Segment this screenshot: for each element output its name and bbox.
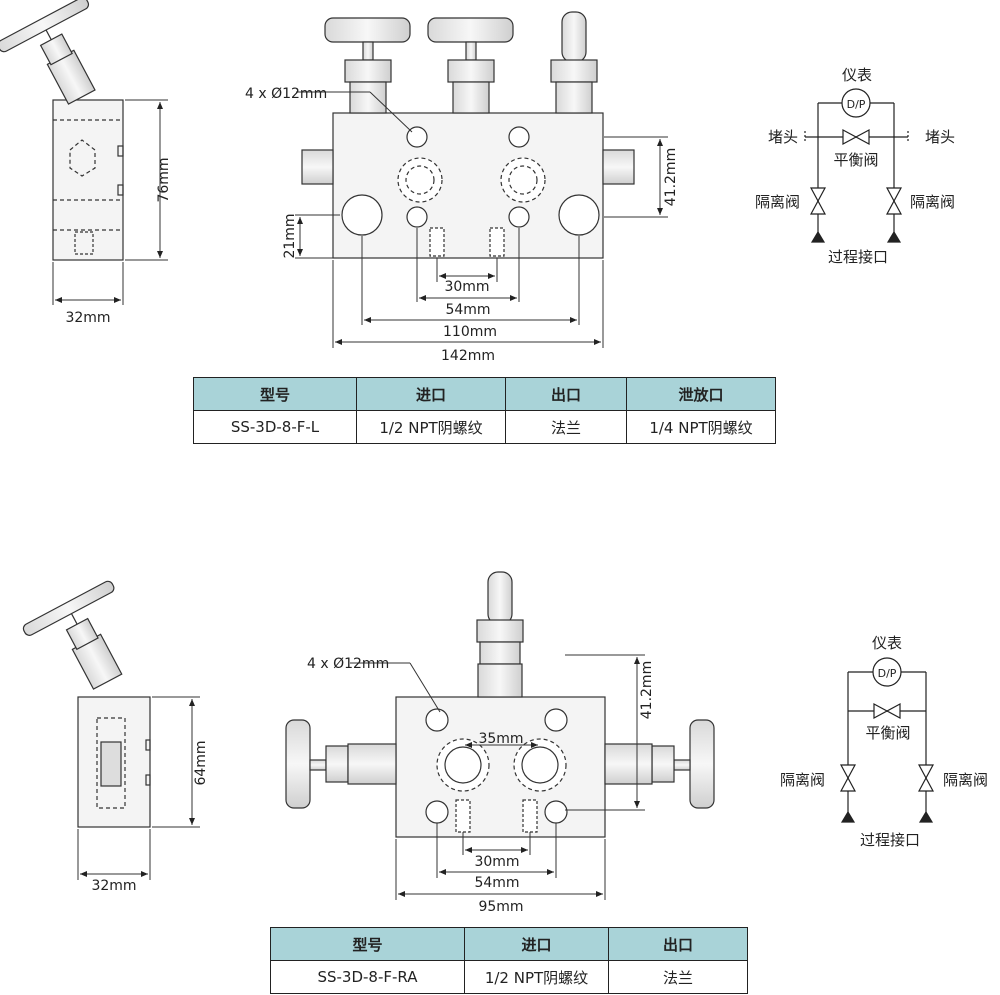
top-valve-right	[550, 11, 598, 114]
top-30-label: 30mm	[444, 279, 489, 295]
bottom-process-port-label: 过程接口	[860, 831, 920, 849]
bottom-front-view	[285, 571, 715, 838]
top-front-view	[301, 11, 635, 259]
bottom-spec-table: 型号 进口 出口 SS-3D-8-F-RA 1/2 NPT阴螺纹 法兰	[270, 927, 748, 994]
top-cell-model: SS-3D-8-F-L	[193, 410, 357, 444]
bottom-95-label: 95mm	[478, 899, 523, 915]
top-header-outlet: 出口	[505, 377, 627, 411]
bottom-schematic	[839, 657, 935, 823]
bottom-front-dims	[350, 654, 645, 900]
top-41-label: 41.2mm	[663, 148, 679, 206]
table-row: SS-3D-8-F-L 1/2 NPT阴螺纹 法兰 1/4 NPT阴螺纹	[193, 410, 776, 444]
table-row: SS-3D-8-F-RA 1/2 NPT阴螺纹 法兰	[270, 960, 748, 994]
bottom-header-outlet: 出口	[608, 927, 748, 961]
top-isolation-right-label: 隔离阀	[910, 193, 955, 211]
top-valve-left	[324, 17, 411, 114]
top-instrument-label: 仪表	[842, 66, 872, 84]
top-process-port-label: 过程接口	[828, 248, 888, 266]
bottom-dp-label: D/P	[878, 667, 897, 680]
top-schematic	[804, 88, 909, 243]
top-header-inlet: 进口	[356, 377, 506, 411]
bottom-side-height-label: 64mm	[193, 740, 209, 785]
bottom-isolation-right-label: 隔离阀	[943, 771, 988, 789]
top-front-dims	[295, 91, 668, 348]
bottom-54-label: 54mm	[474, 875, 519, 891]
top-header-model: 型号	[193, 377, 357, 411]
top-110-label: 110mm	[443, 324, 497, 340]
bottom-header-model: 型号	[270, 927, 465, 961]
top-dp-label: D/P	[847, 98, 866, 111]
top-table-header-row: 型号 进口 出口 泄放口	[193, 377, 776, 411]
top-side-view	[0, 0, 124, 261]
top-plug-left-label: 堵头	[768, 128, 798, 146]
top-54-label: 54mm	[445, 302, 490, 318]
bottom-valve-right	[604, 719, 715, 809]
top-header-drain: 泄放口	[626, 377, 776, 411]
top-cell-drain: 1/4 NPT阴螺纹	[626, 410, 776, 444]
top-side-dims	[52, 99, 168, 305]
top-holes-label: 4 x Ø12mm	[245, 86, 327, 102]
top-spec-table: 型号 进口 出口 泄放口 SS-3D-8-F-L 1/2 NPT阴螺纹 法兰 1…	[193, 377, 776, 444]
bottom-balance-valve-label: 平衡阀	[865, 724, 910, 742]
top-cell-outlet: 法兰	[505, 410, 627, 444]
bottom-header-inlet: 进口	[464, 927, 609, 961]
top-side-width-label: 32mm	[65, 310, 110, 326]
top-plug-right-label: 堵头	[925, 128, 955, 146]
bottom-30-label: 30mm	[474, 854, 519, 870]
bottom-35-label: 35mm	[478, 731, 523, 747]
bottom-cell-outlet: 法兰	[608, 960, 748, 994]
bottom-table-header-row: 型号 进口 出口	[270, 927, 748, 961]
top-isolation-left-label: 隔离阀	[755, 193, 800, 211]
bottom-holes-label: 4 x Ø12mm	[307, 656, 389, 672]
top-142-label: 142mm	[441, 348, 495, 364]
top-balance-valve-label: 平衡阀	[833, 151, 878, 169]
bottom-41-label: 41.2mm	[639, 661, 655, 719]
bottom-valve-left	[285, 719, 397, 809]
top-cell-inlet: 1/2 NPT阴螺纹	[356, 410, 506, 444]
bottom-side-view	[22, 580, 151, 828]
top-21-label: 21mm	[282, 213, 298, 258]
bottom-side-width-label: 32mm	[91, 878, 136, 894]
bottom-isolation-left-label: 隔离阀	[780, 771, 825, 789]
bottom-instrument-label: 仪表	[872, 634, 902, 652]
top-valve-center	[427, 17, 514, 114]
bottom-cell-inlet: 1/2 NPT阴螺纹	[464, 960, 609, 994]
bottom-valve-top	[476, 571, 524, 698]
bottom-cell-model: SS-3D-8-F-RA	[270, 960, 465, 994]
top-side-height-label: 76mm	[156, 157, 172, 202]
bottom-side-dims	[77, 696, 200, 880]
